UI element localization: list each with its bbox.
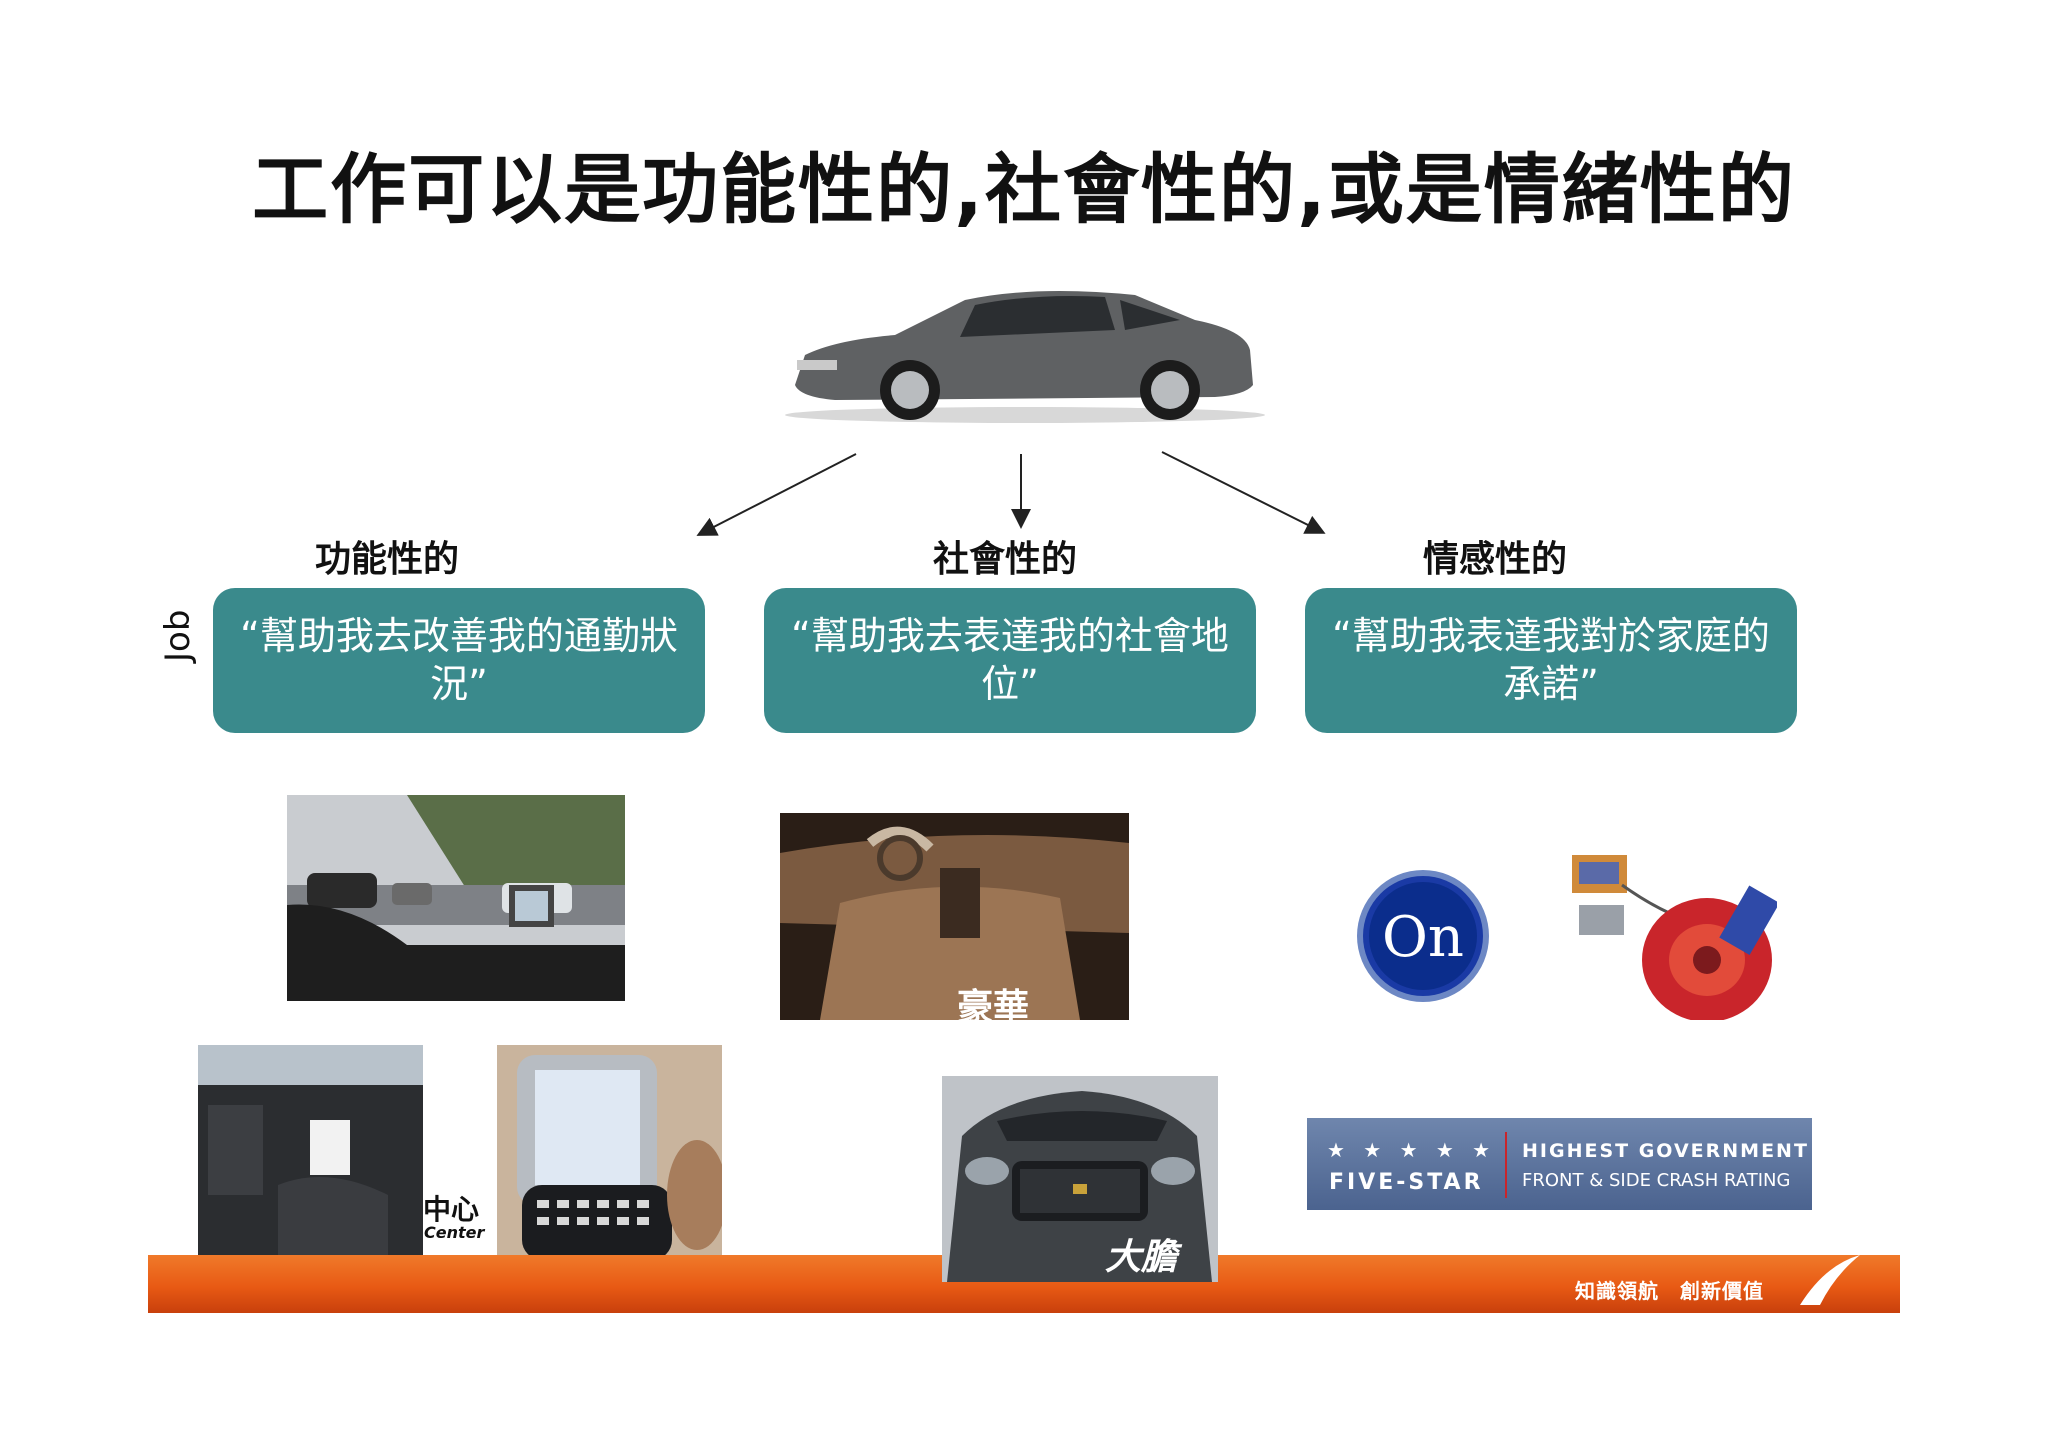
safety-system-diagram (1572, 855, 1777, 1020)
footer-center-cn: 中心 (423, 1193, 480, 1226)
five-star-rating-banner: ★ ★ ★ ★ ★ FIVE-STAR HIGHEST GOVERNMENT F… (1307, 1118, 1812, 1210)
category-functional: 功能性的 (315, 539, 460, 580)
onstar-logo: On (1357, 870, 1489, 1002)
rating-line2: FRONT & SIDE CRASH RATING (1522, 1170, 1791, 1191)
footer-center-en: Center (424, 1223, 485, 1242)
job-box-functional: “幫助我去改善我的通勤狀況” (213, 588, 705, 733)
rating-five-star: FIVE-STAR (1329, 1170, 1484, 1195)
job-box-emotional: “幫助我表達我對於家庭的承諾” (1305, 588, 1797, 733)
bold-car-front-photo (942, 1076, 1218, 1282)
category-emotional: 情感性的 (1423, 539, 1568, 580)
onstar-text: On (1382, 905, 1464, 970)
rating-stars: ★ ★ ★ ★ ★ (1327, 1138, 1497, 1162)
job-text-functional: “幫助我去改善我的通勤狀況” (240, 614, 678, 706)
rating-divider (1505, 1132, 1507, 1198)
pda-device-photo (497, 1045, 722, 1270)
category-social: 社會性的 (933, 539, 1078, 580)
caption-luxury: 豪華 (957, 987, 1030, 1028)
job-axis-label: Job (158, 609, 198, 662)
job-text-emotional: “幫助我表達我對於家庭的承諾” (1332, 614, 1770, 706)
cupholder-photo (198, 1045, 423, 1260)
caption-bold: 大膽 (1105, 1237, 1178, 1278)
car-image (775, 275, 1275, 425)
job-box-social: “幫助我去表達我的社會地位” (764, 588, 1256, 733)
slide-title: 工作可以是功能性的,社會性的,或是情緒性的 (252, 145, 1796, 234)
traffic-photo (287, 795, 625, 1001)
rating-line1: HIGHEST GOVERNMENT (1522, 1140, 1809, 1162)
footer-swoosh-logo (1800, 1255, 1860, 1305)
luxury-interior-photo (780, 813, 1129, 1020)
job-text-social: “幫助我去表達我的社會地位” (791, 614, 1229, 706)
branch-arrows (696, 451, 1326, 536)
footer-slogan: 知識領航 創新價值 (1575, 1279, 1764, 1303)
